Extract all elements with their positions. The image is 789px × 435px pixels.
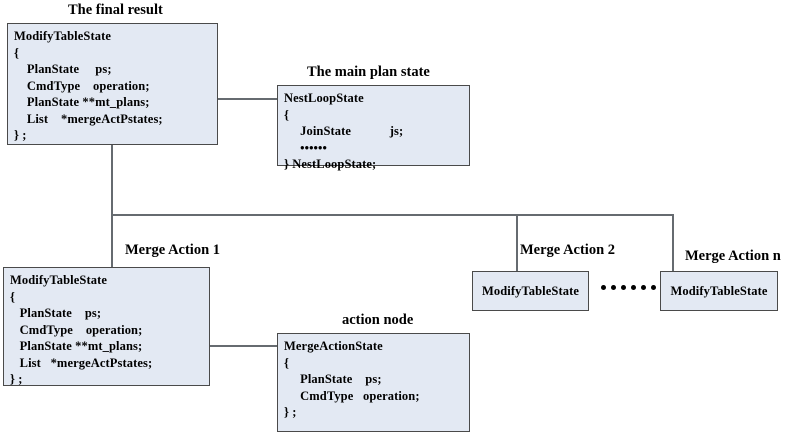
connector-merge1-to-action-node [166,345,278,347]
ellipsis-dot [621,285,626,290]
connector-drop-merge-action-n [672,214,674,271]
node-action-node-struct[interactable]: MergeActionState { PlanState ps; CmdType… [277,333,470,432]
caption-merge-action-1: Merge Action 1 [125,242,221,258]
connector-final-to-main-plan [170,98,278,100]
ellipsis-merge-actions [601,285,656,290]
node-merge-action-2-label: ModifyTableState [482,283,579,298]
caption-merge-action-2: Merge Action 2 [520,242,616,258]
connector-final-down [111,118,113,215]
ellipsis-dot [611,285,616,290]
node-main-plan-struct[interactable]: NestLoopState { JoinState js; •••••• } N… [277,85,470,171]
caption-action-node: action node [342,312,414,328]
node-merge-action-n-label: ModifyTableState [670,283,768,298]
connector-distribution-bar [111,214,674,216]
node-final-result-code: ModifyTableState { PlanState ps; CmdType… [14,29,163,142]
node-merge-action-1-struct[interactable]: ModifyTableState { PlanState ps; CmdType… [3,267,210,386]
connector-drop-merge-action-2 [516,214,518,271]
node-main-plan-code: NestLoopState { JoinState js; •••••• } N… [284,91,404,171]
node-action-node-code: MergeActionState { PlanState ps; CmdType… [284,339,420,419]
caption-final-result: The final result [68,2,163,18]
caption-merge-action-n: Merge Action n [685,248,781,264]
ellipsis-dot [601,285,606,290]
node-merge-action-n-struct[interactable]: ModifyTableState [660,271,778,311]
node-merge-action-2-struct[interactable]: ModifyTableState [472,271,589,311]
node-merge-action-1-code: ModifyTableState { PlanState ps; CmdType… [10,273,153,386]
ellipsis-dot [641,285,646,290]
connector-drop-merge-action-1 [111,214,113,268]
ellipsis-dot [631,285,636,290]
ellipsis-dot [651,285,656,290]
caption-main-plan-state: The main plan state [307,64,430,80]
node-final-result-struct[interactable]: ModifyTableState { PlanState ps; CmdType… [7,23,218,145]
